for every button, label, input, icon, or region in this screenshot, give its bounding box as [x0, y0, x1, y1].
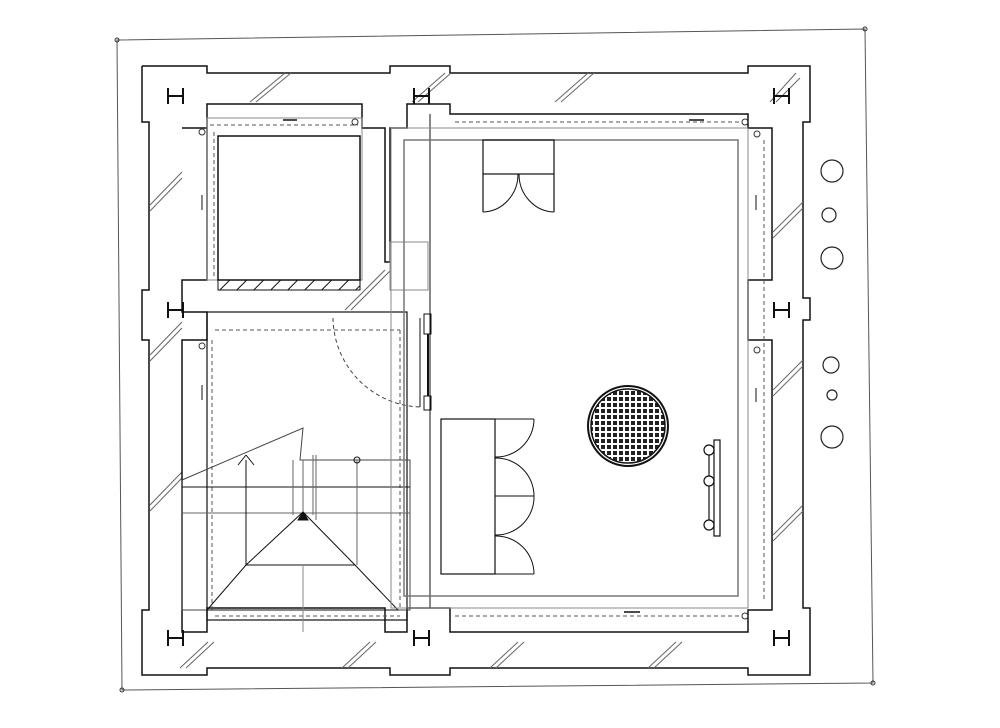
column-h-icon [413, 88, 430, 104]
cabinet-west [440, 418, 535, 575]
outer-wall [141, 65, 811, 676]
staircase [181, 427, 411, 632]
tree-icon [820, 246, 844, 270]
main-room-east [390, 118, 765, 620]
wall-rail [703, 439, 721, 537]
column-h-icon [773, 88, 790, 104]
cabinet-north [482, 139, 555, 213]
small-room-north-west [198, 117, 363, 291]
wall-glazing-lines [149, 72, 804, 669]
tree-icon [821, 207, 837, 223]
column-h-icon [167, 88, 184, 104]
round-drain [587, 385, 669, 467]
column-h-icon [167, 302, 184, 318]
column-h-icon [413, 630, 430, 646]
stair-room-south-west [181, 241, 432, 632]
exterior-circles [820, 159, 844, 449]
tree-icon [820, 425, 844, 449]
column-h-icon [773, 302, 790, 318]
site-boundary [114, 26, 876, 693]
inner-wall [181, 103, 773, 633]
tree-icon [822, 356, 840, 374]
column-symbols [167, 88, 790, 646]
column-h-icon [773, 630, 790, 646]
tree-icon [820, 159, 844, 183]
tree-icon [826, 389, 838, 401]
column-h-icon [167, 630, 184, 646]
